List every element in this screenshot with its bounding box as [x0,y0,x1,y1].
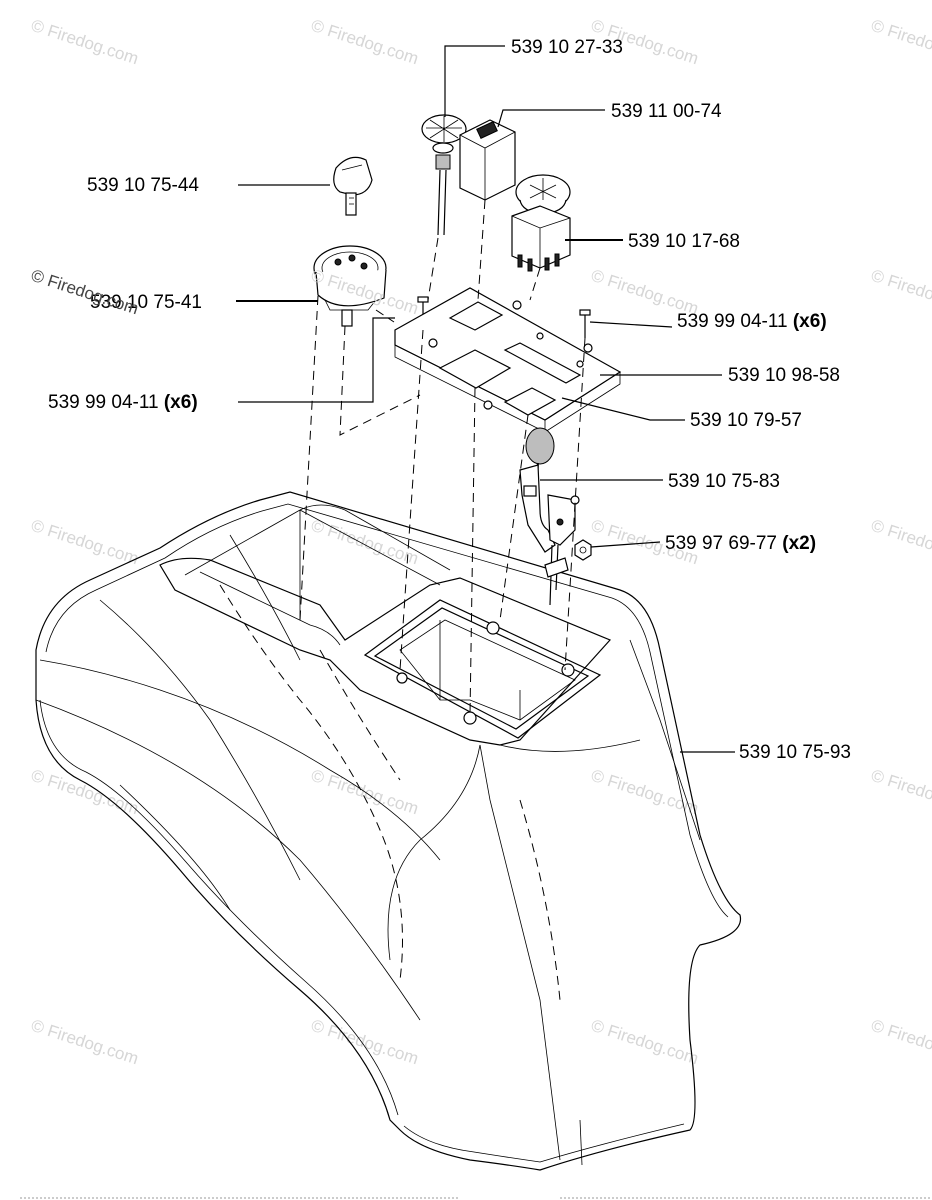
watermark: © Firedog.com [869,1016,932,1069]
watermark: © Firedog.com [309,16,421,69]
label-screw-right: 539 99 04-11 (x6) [677,311,827,332]
label-nut: 539 97 69-77 (x2) [665,533,816,554]
dash-housing-drawing [35,491,742,1171]
watermark: © Firedog.com [29,516,141,569]
watermark: © Firedog.com [869,766,932,819]
label-pto-switch: 539 10 17-68 [628,231,740,252]
leader-lines [236,45,735,753]
watermark: © Firedog.com [29,1016,141,1069]
dash-plate-drawing [394,287,622,433]
assembly-lines [299,199,586,716]
throttle-lever-drawing [519,427,580,606]
label-push-knob: 539 10 27-33 [511,37,623,58]
watermark: © Firedog.com [869,516,932,569]
label-ignition-switch: 539 10 75-41 [90,292,202,313]
label-throttle-lever: 539 10 75-83 [668,471,780,492]
watermark: © Firedog.com [29,766,141,819]
label-gasket: 539 10 79-57 [690,410,802,431]
pto-switch-drawing [511,174,571,272]
watermark: © Firedog.com [869,16,932,69]
nut-drawing [574,539,592,561]
label-dash-plate: 539 10 98-58 [728,365,840,386]
push-knob-drawing [421,114,467,236]
watermark: © Firedog.com [869,266,932,319]
label-dash-housing: 539 10 75-93 [739,742,851,763]
label-screw-left: 539 99 04-11 (x6) [48,392,198,413]
watermark: © Firedog.com [29,16,141,69]
label-fuse-holder: 539 11 00-74 [611,101,722,122]
bottom-border [20,1197,930,1199]
ignition-switch-drawing [313,245,387,327]
watermark: © Firedog.com [309,1016,421,1069]
ignition-key-drawing [333,156,373,216]
watermark: © Firedog.com [589,1016,701,1069]
fuse-holder-drawing [459,119,516,201]
label-ignition-key: 539 10 75-44 [87,175,199,196]
part-labels: 539 10 27-33 539 11 00-74 539 10 75-44 5… [48,37,851,763]
